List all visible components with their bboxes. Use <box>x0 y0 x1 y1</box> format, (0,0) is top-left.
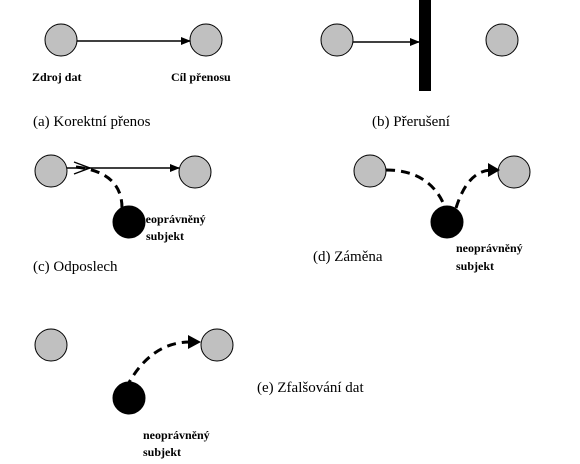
target-node <box>189 23 223 57</box>
attacker-node <box>112 205 146 239</box>
forgery-path <box>124 340 191 389</box>
target-label: Cíl přenosu <box>171 70 231 84</box>
interruption-barrier <box>419 0 431 91</box>
target-node <box>200 328 234 362</box>
panel-b: (b) Přerušení <box>320 0 519 130</box>
caption-d: (d) Záměna <box>313 249 383 265</box>
source-node <box>320 23 354 57</box>
substitute-arrowhead <box>488 163 500 177</box>
eavesdrop-path <box>75 165 124 209</box>
source-node <box>44 23 78 57</box>
tap-arrowhead <box>73 167 91 175</box>
attacker-node <box>430 205 464 239</box>
caption-e: (e) Zfalšování dat <box>257 380 364 396</box>
target-node <box>178 155 212 189</box>
source-label: Zdroj dat <box>32 70 81 84</box>
source-node <box>353 154 387 188</box>
attacker-label-line2: subjekt <box>143 445 181 459</box>
forgery-arrowhead <box>188 335 201 349</box>
caption-a: (a) Korektní přenos <box>33 114 151 130</box>
attacker-label-line1: neoprávněný <box>456 241 523 255</box>
intercept-path <box>385 168 447 208</box>
attacker-label-line2: subjekt <box>456 259 494 273</box>
attacker-node <box>112 381 146 415</box>
panel-d: neoprávněný subjekt (d) Záměna <box>313 154 531 273</box>
attacker-label-line1: neoprávněný <box>143 428 210 442</box>
source-node <box>34 328 68 362</box>
source-node <box>34 154 68 188</box>
target-node <box>497 155 531 189</box>
substitute-path <box>454 168 493 209</box>
attacker-label-line2: subjekt <box>146 229 184 243</box>
tap-arrowhead <box>73 161 91 169</box>
target-node <box>485 23 519 57</box>
panel-e: neoprávněný subjekt (e) Zfalšování dat <box>34 328 364 459</box>
attacker-label-line1: neoprávněný <box>139 212 206 226</box>
panel-c: neoprávněný subjekt (c) Odposlech <box>33 154 212 275</box>
caption-b: (b) Přerušení <box>372 114 450 130</box>
panel-a: Zdroj dat Cíl přenosu (a) Korektní přeno… <box>32 23 231 130</box>
caption-c: (c) Odposlech <box>33 259 118 275</box>
